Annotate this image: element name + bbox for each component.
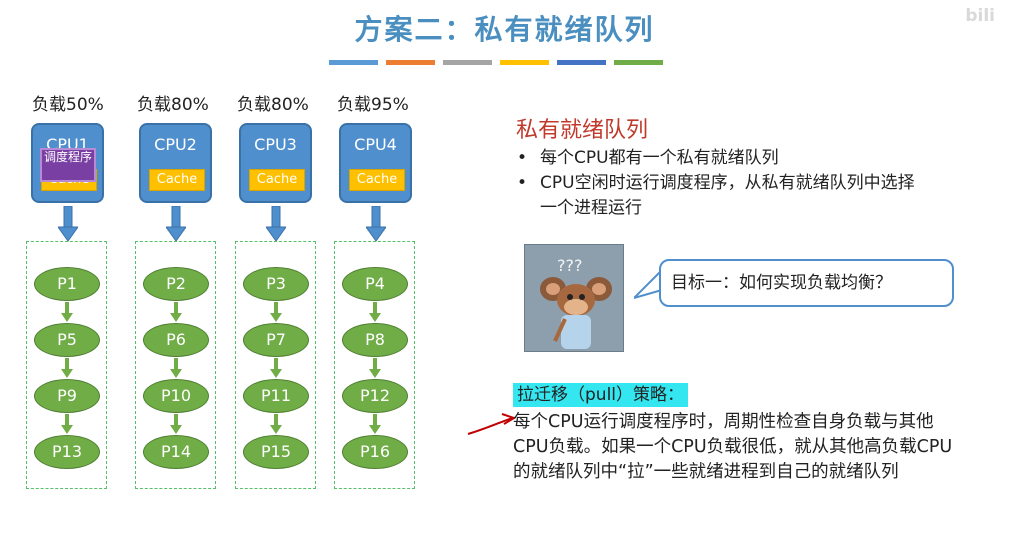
down-arrow-icon: [166, 206, 186, 242]
process-node: P7: [243, 323, 309, 357]
red-annotation-arrow-icon: [467, 413, 517, 435]
process-node: P14: [143, 435, 209, 469]
queue-arrow-icon: [61, 358, 73, 378]
queue-arrow-icon: [61, 414, 73, 434]
ready-queue: P1 P5 P9 P13: [26, 241, 107, 489]
process-node: P8: [342, 323, 408, 357]
cpu-load-label: 负载50%: [32, 95, 104, 115]
mouse-illustration-icon: ???: [525, 245, 623, 351]
scheduler-program-box: 调度程序: [40, 148, 96, 182]
process-node: P13: [34, 435, 100, 469]
process-node: P16: [342, 435, 408, 469]
bullet-dot-icon: •: [517, 173, 528, 193]
process-node: P4: [342, 267, 408, 301]
bullet-list: • 每个CPU都有一个私有就绪队列 • CPU空闲时运行调度程序，从私有就绪队列中选…: [515, 146, 915, 221]
queue-arrow-icon: [369, 358, 381, 378]
process-node: P6: [143, 323, 209, 357]
goal-callout: 目标一：如何实现负载均衡？: [659, 259, 954, 307]
ready-queue: P3 P7 P11 P15: [235, 241, 316, 489]
cache-box: Cache: [249, 169, 305, 191]
cpu-label: CPU3: [254, 135, 297, 154]
cpu-box: CPU4 Cache: [339, 123, 412, 203]
bullet-text: CPU空闲时运行调度程序，从私有就绪队列中选择一个进程运行: [540, 173, 915, 218]
process-node: P3: [243, 267, 309, 301]
cpu-box: CPU3 Cache: [239, 123, 312, 203]
queue-arrow-icon: [369, 302, 381, 322]
color-segment-2: [386, 60, 435, 65]
process-node: P2: [143, 267, 209, 301]
process-node: P9: [34, 379, 100, 413]
cpu-label: CPU4: [354, 135, 397, 154]
process-node: P10: [143, 379, 209, 413]
queue-arrow-icon: [170, 414, 182, 434]
color-segment-5: [557, 60, 606, 65]
cpu-load-label: 负载80%: [237, 95, 309, 115]
process-node: P11: [243, 379, 309, 413]
cpu-label: CPU2: [154, 135, 197, 154]
question-marks: ???: [557, 256, 582, 275]
cpu-load-label: 负载95%: [337, 95, 409, 115]
cpu-load-label: 负载80%: [137, 95, 209, 115]
ready-queue: P4 P8 P12 P16: [334, 241, 415, 489]
color-segment-4: [500, 60, 549, 65]
queue-arrow-icon: [270, 414, 282, 434]
cache-box: Cache: [149, 169, 205, 191]
queue-arrow-icon: [170, 358, 182, 378]
jerry-confused-image: ???: [524, 244, 624, 352]
bullet-item: • CPU空闲时运行调度程序，从私有就绪队列中选择一个进程运行: [515, 171, 915, 221]
process-node: P12: [342, 379, 408, 413]
bullet-item: • 每个CPU都有一个私有就绪队列: [515, 146, 915, 171]
cpu-box: CPU2 Cache: [139, 123, 212, 203]
process-node: P1: [34, 267, 100, 301]
slide-title: 方案二：私有就绪队列: [354, 13, 655, 46]
color-segment-3: [443, 60, 492, 65]
queue-arrow-icon: [270, 302, 282, 322]
process-node: P5: [34, 323, 100, 357]
section-heading: 私有就绪队列: [516, 118, 649, 143]
process-node: P15: [243, 435, 309, 469]
down-arrow-icon: [366, 206, 386, 242]
queue-arrow-icon: [369, 414, 381, 434]
pull-strategy-text: 每个CPU运行调度程序时，周期性检查自身负载与其他CPU负载。如果一个CPU负载…: [513, 412, 953, 482]
ready-queue: P2 P6 P10 P14: [135, 241, 216, 489]
queue-arrow-icon: [61, 302, 73, 322]
watermark-logo: bili: [965, 6, 995, 26]
cache-box: Cache: [349, 169, 405, 191]
color-strip: [329, 60, 663, 65]
bullet-dot-icon: •: [517, 148, 528, 168]
queue-arrow-icon: [270, 358, 282, 378]
bullet-text: 每个CPU都有一个私有就绪队列: [540, 148, 779, 168]
down-arrow-icon: [266, 206, 286, 242]
pull-strategy-title: 拉迁移（pull）策略：: [513, 383, 689, 407]
color-segment-1: [329, 60, 378, 65]
down-arrow-icon: [58, 206, 78, 242]
color-segment-6: [614, 60, 663, 65]
queue-arrow-icon: [170, 302, 182, 322]
